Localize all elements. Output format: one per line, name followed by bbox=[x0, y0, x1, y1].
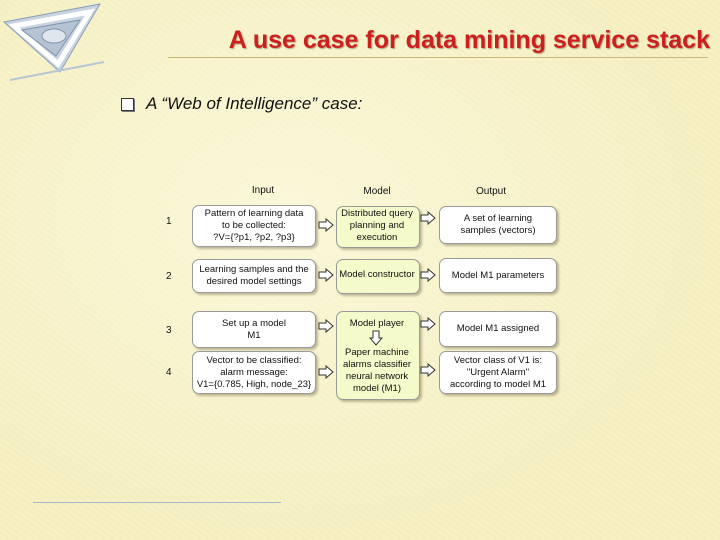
title-underline bbox=[168, 57, 708, 58]
triangle-logo-icon bbox=[2, 3, 105, 81]
right-arrow-icon bbox=[318, 267, 334, 283]
down-arrow-icon bbox=[368, 330, 384, 346]
output-text-1: A set of learning samples (vectors) bbox=[460, 213, 536, 236]
right-arrow-icon bbox=[420, 362, 436, 378]
output-box-2: Model M1 parameters bbox=[439, 258, 557, 293]
right-arrow-icon bbox=[318, 217, 334, 233]
model-text-3: Model player bbox=[349, 318, 405, 329]
footer-divider bbox=[33, 502, 281, 503]
row-number-3: 3 bbox=[166, 325, 172, 336]
model-box-3-4 bbox=[336, 311, 420, 400]
input-box-1: Pattern of learning data to be collected… bbox=[192, 205, 316, 247]
right-arrow-icon bbox=[318, 364, 334, 380]
header-output: Output bbox=[475, 186, 507, 197]
output-box-4: Vector class of V1 is: "Urgent Alarm" ac… bbox=[439, 351, 557, 394]
model-box-2 bbox=[336, 259, 420, 294]
input-text-4: Vector to be classified: alarm message: … bbox=[196, 354, 312, 390]
model-text-2: Model constructor bbox=[339, 269, 415, 280]
input-text-3: Set up a model M1 bbox=[222, 318, 286, 341]
bullet-item: A “Web of Intelligence” case: bbox=[121, 94, 362, 114]
output-text-3: Model M1 assigned bbox=[456, 323, 540, 334]
output-box-1: A set of learning samples (vectors) bbox=[439, 206, 557, 244]
row-number-1: 1 bbox=[166, 216, 172, 227]
header-input: Input bbox=[251, 185, 275, 196]
output-text-4: Vector class of V1 is: "Urgent Alarm" ac… bbox=[449, 354, 547, 390]
model-text-4: Paper machine alarms classifier neural n… bbox=[342, 347, 412, 394]
checkbox-bullet-icon bbox=[121, 97, 134, 111]
model-box-1 bbox=[336, 206, 420, 248]
header-model: Model bbox=[363, 186, 391, 197]
model-text-1: Distributed query planning and execution bbox=[341, 208, 413, 243]
bullet-text: A “Web of Intelligence” case: bbox=[146, 94, 363, 113]
right-arrow-icon bbox=[420, 210, 436, 226]
right-arrow-icon bbox=[420, 316, 436, 332]
row-number-2: 2 bbox=[166, 271, 172, 282]
input-box-4: Vector to be classified: alarm message: … bbox=[192, 351, 316, 394]
input-text-2: Learning samples and the desired model s… bbox=[199, 264, 309, 287]
row-number-4: 4 bbox=[166, 367, 172, 378]
input-box-3: Set up a model M1 bbox=[192, 311, 316, 348]
input-box-2: Learning samples and the desired model s… bbox=[192, 259, 316, 293]
slide-title: A use case for data mining service stack bbox=[228, 26, 710, 54]
output-box-3: Model M1 assigned bbox=[439, 311, 557, 347]
output-text-2: Model M1 parameters bbox=[451, 269, 545, 281]
right-arrow-icon bbox=[318, 318, 334, 334]
right-arrow-icon bbox=[420, 267, 436, 283]
input-text-1: Pattern of learning data to be collected… bbox=[204, 208, 304, 243]
